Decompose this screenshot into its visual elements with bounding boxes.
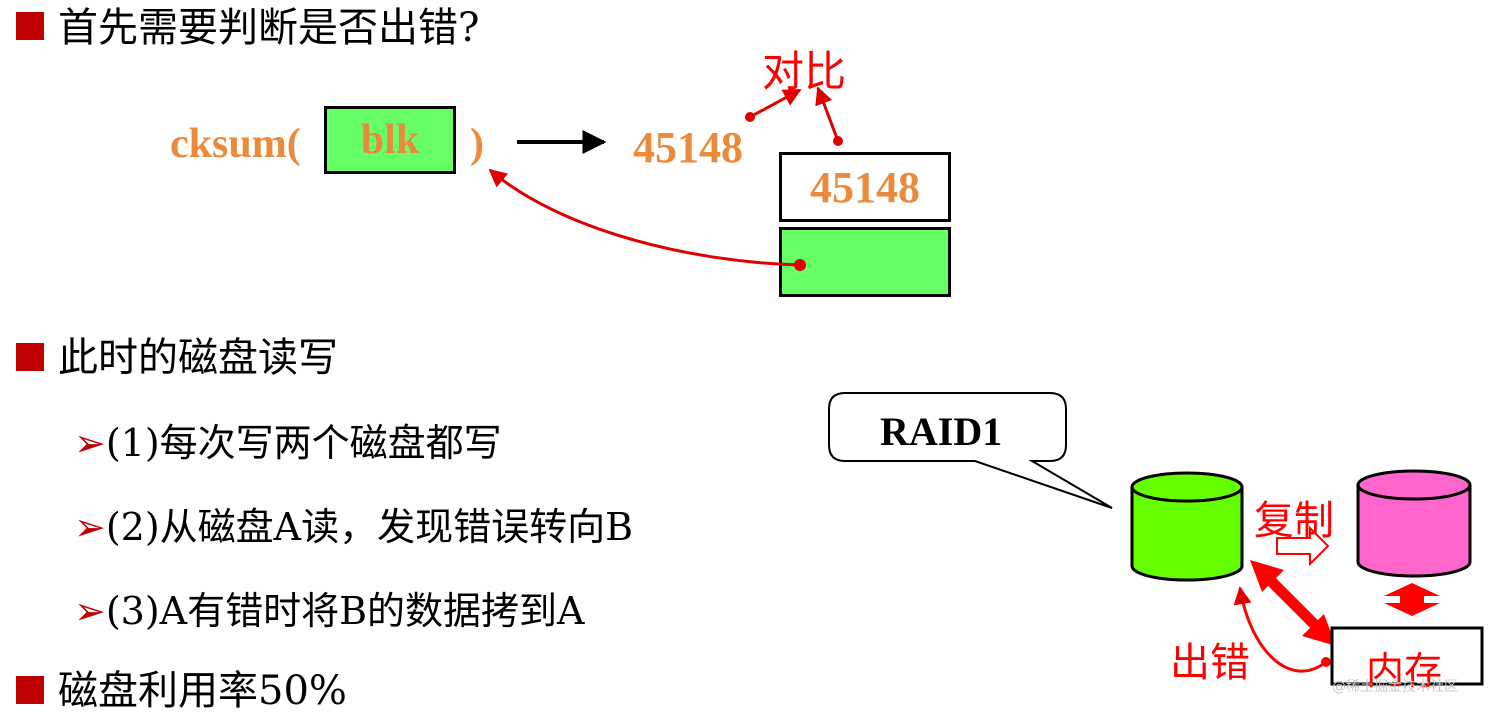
stored-checksum: 45148 (810, 162, 920, 212)
data-block-box (779, 227, 951, 297)
compare-arrow-left (749, 88, 802, 119)
disk-a-memory-arrow (1250, 560, 1336, 646)
bullet-text-2: 此时的磁盘读写 (58, 335, 338, 381)
bullet-square-1 (16, 12, 44, 40)
sub-item-3: ➢(3)A有错时将B的数据拷到A (74, 592, 584, 630)
cksum-func-open: cksum( (170, 121, 301, 167)
memory-label: 内存 (1366, 649, 1443, 693)
stored-checksum-box: 45148 (779, 152, 951, 222)
sub-item-1: ➢(1)每次写两个磁盘都写 (74, 424, 502, 462)
disk-b-memory-arrow (1384, 583, 1440, 616)
bullet-square-2 (16, 343, 44, 371)
blk-box: blk (324, 106, 456, 174)
memory-box (1330, 626, 1484, 686)
sub-item-3-text: (3)A有错时将B的数据拷到A (105, 589, 585, 633)
bullet-text-1: 首先需要判断是否出错? (58, 5, 480, 51)
copy-label: 复制 (1254, 498, 1334, 544)
arrow-bullet-icon: ➢ (74, 505, 106, 549)
sub-item-1-text: (1)每次写两个磁盘都写 (105, 421, 502, 465)
compare-arrow-right (815, 86, 840, 142)
sub-item-2-text: (2)从磁盘A读，发现错误转向B (105, 505, 634, 549)
arrow-bullet-icon: ➢ (74, 589, 106, 633)
raid-callout-bubble (828, 392, 1113, 509)
watermark: @稀土掘金技术社区 (1332, 679, 1458, 695)
error-curve-arrow (1233, 586, 1327, 673)
bullet-square-3 (16, 676, 44, 704)
cksum-func-close: ) (470, 121, 484, 167)
copy-arrow-icon (1276, 525, 1330, 567)
raid-callout-label: RAID1 (880, 409, 1003, 454)
blk-label: blk (360, 117, 420, 163)
disk-b-icon (1356, 469, 1472, 578)
bullet-text-3: 磁盘利用率50% (58, 668, 347, 714)
error-label: 出错 (1170, 640, 1250, 686)
arrow-bullet-icon: ➢ (74, 421, 106, 465)
computed-checksum: 45148 (633, 123, 743, 172)
disk-a-icon (1130, 471, 1244, 582)
sub-item-2: ➢(2)从磁盘A读，发现错误转向B (74, 508, 633, 546)
data-read-arrow (488, 168, 801, 267)
